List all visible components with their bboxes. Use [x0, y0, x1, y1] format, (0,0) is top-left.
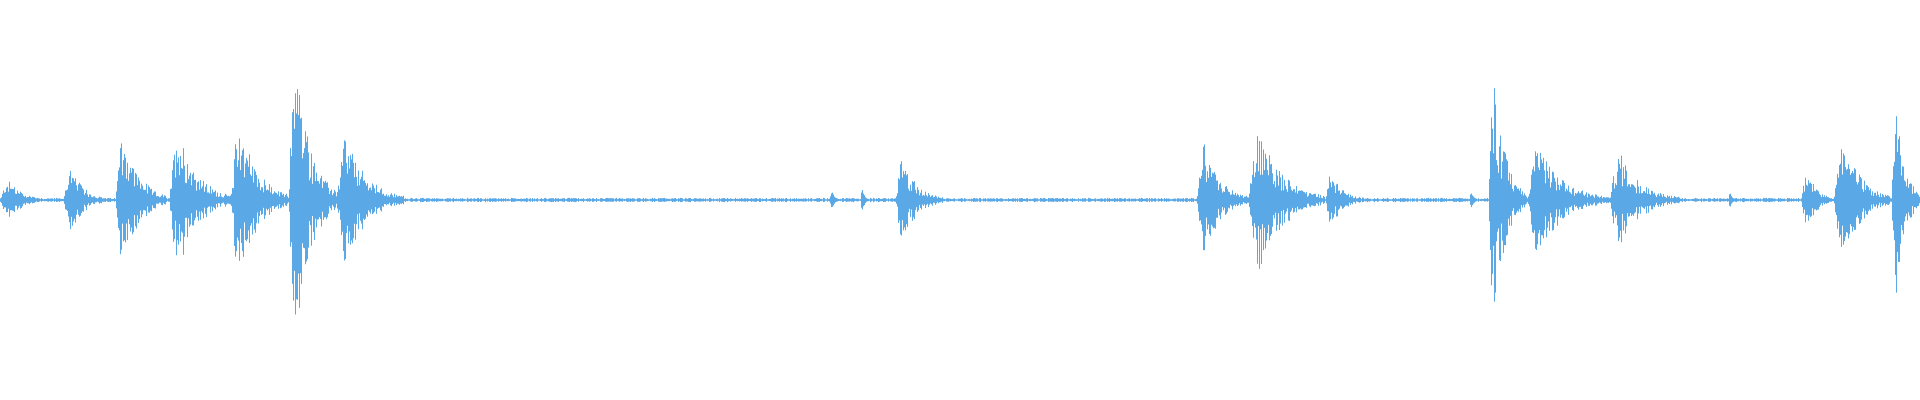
waveform-samples [0, 88, 1920, 315]
waveform-path [0, 88, 1920, 315]
